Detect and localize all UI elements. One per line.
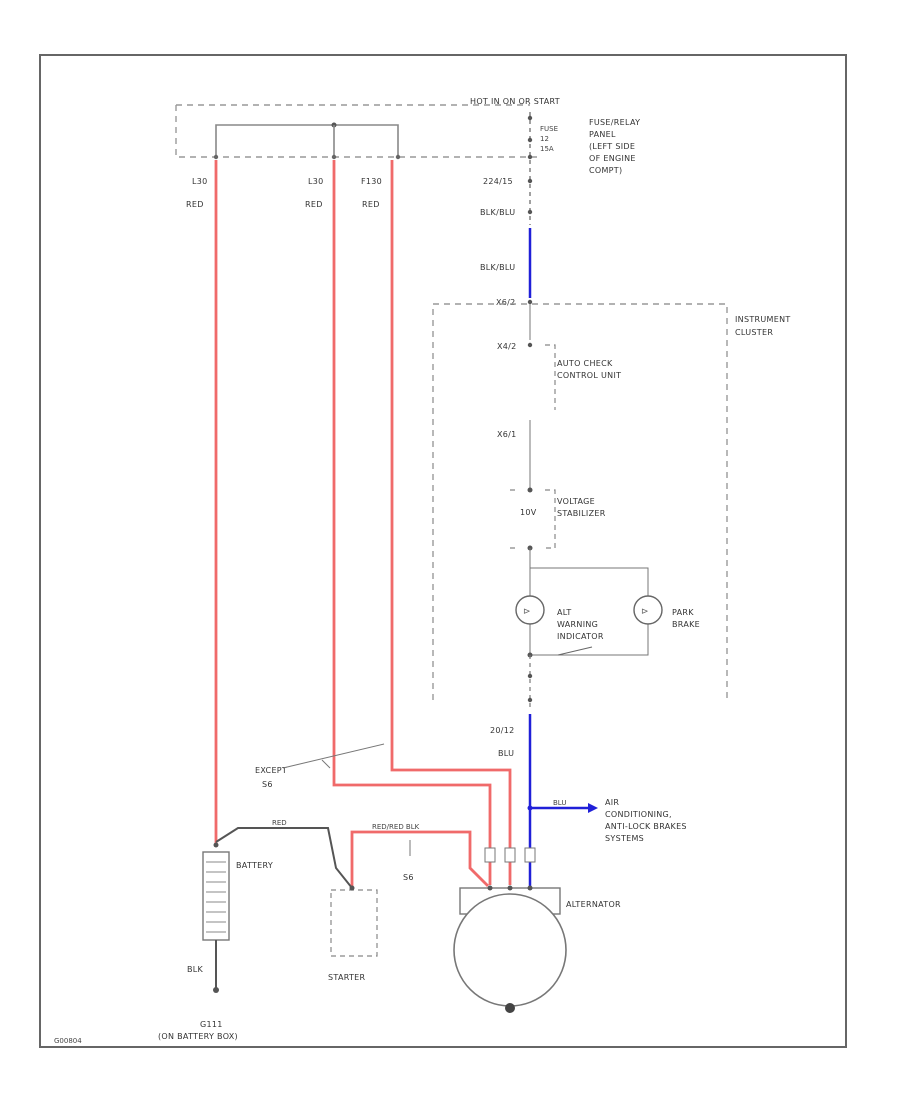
wire-red-starter <box>350 830 489 888</box>
fuse-dot-3 <box>527 154 533 160</box>
conn-dot-l30-a <box>213 154 219 160</box>
fuse-dot-1 <box>527 115 533 121</box>
vs-label-1: VOLTAGE <box>557 497 595 506</box>
vs-label-2: STABILIZER <box>557 509 606 518</box>
inst-cluster-label-1: INSTRUMENT <box>735 315 791 324</box>
starter-dot <box>349 885 355 891</box>
ac-arrow <box>588 803 598 813</box>
battery-label: BATTERY <box>236 861 273 870</box>
battery-top-dot <box>213 842 219 848</box>
alternator-body <box>453 893 567 1007</box>
fuse-label: FUSE <box>540 125 558 133</box>
wire-label-red-1: RED <box>186 200 204 209</box>
ac-label-4: SYSTEMS <box>605 834 644 843</box>
wire-red-alt-2 <box>390 160 512 885</box>
alt-ind-label-2: WARNING <box>557 620 598 629</box>
wire-red-alt-1 <box>332 160 492 885</box>
park-label-2: BRAKE <box>672 620 700 629</box>
fuse-dot-4 <box>527 178 533 184</box>
alt-ind-label-1: ALT <box>557 608 572 617</box>
alt-bulb-glyph: ⊳ <box>523 607 531 617</box>
alt-warning-bulb <box>515 595 545 625</box>
fuse-panel-label-3: (LEFT SIDE <box>589 142 635 151</box>
conn-label-cluster-in: X6/2 <box>496 298 516 307</box>
park-label-1: PARK <box>672 608 694 617</box>
s6-label: S6 <box>403 873 414 882</box>
conn-label-fuse-out: 224/15 <box>483 177 513 186</box>
conn-dot-l30-b <box>331 154 337 160</box>
fuse-dot-2 <box>527 137 533 143</box>
alt-ind-label-3: INDICATOR <box>557 632 604 641</box>
wire-black-battery-starter <box>215 827 353 889</box>
ground-label-1: G111 <box>200 1020 223 1029</box>
alternator-label: ALTERNATOR <box>566 900 621 909</box>
battery-cells <box>206 861 226 933</box>
battery-body <box>202 851 230 941</box>
alt-term-2 <box>507 885 513 891</box>
fuse-amperage: 15A <box>540 145 554 153</box>
vs-top-dot <box>527 487 533 493</box>
acu-dot <box>527 342 533 348</box>
starter-label: STARTER <box>328 973 366 982</box>
acu-label-2: CONTROL UNIT <box>557 371 621 380</box>
alt-conn-1 <box>484 847 496 863</box>
ground-dot <box>213 987 219 993</box>
conn-label-l30-a: L30 <box>192 177 208 186</box>
alt-conn-3 <box>524 847 536 863</box>
conn-label-acu: X4/2 <box>497 342 517 351</box>
wire-label-red-2: RED <box>305 200 323 209</box>
conn-dot-f130 <box>395 154 401 160</box>
fuse-relay-panel-box <box>175 104 540 158</box>
ac-label-3: ANTI-LOCK BRAKES <box>605 822 687 831</box>
acu-label-1: AUTO CHECK <box>557 359 613 368</box>
starter-box <box>330 889 378 957</box>
indicator-arrow <box>557 646 593 656</box>
except-label-1: EXCEPT <box>255 766 287 775</box>
conn-label-l30-b: L30 <box>308 177 324 186</box>
conn-label-f130: F130 <box>361 177 382 186</box>
inst-cluster-label-2: CLUSTER <box>735 328 773 337</box>
ac-wire-label: BLU <box>553 799 566 807</box>
indicator-branch <box>529 548 649 656</box>
diagram-border <box>39 54 847 1048</box>
instrument-cluster-box <box>432 303 728 700</box>
diagram-id: G00804 <box>54 1037 82 1045</box>
fuse-panel-label-1: FUSE/RELAY <box>589 118 640 127</box>
alt-conn-2 <box>504 847 516 863</box>
vs-pin-label: 10V <box>520 508 537 517</box>
fuse-panel-label-5: COMPT) <box>589 166 622 175</box>
hot-header-text: HOT IN ON OR START <box>470 97 560 106</box>
auto-check-box <box>545 344 556 410</box>
wire-label-blu: BLU <box>498 749 514 758</box>
conn-label-alt: 20/12 <box>490 726 515 735</box>
voltage-stabilizer-box <box>510 489 556 549</box>
conn-label-x6: X6/1 <box>497 430 517 439</box>
cluster-exit-dot-2 <box>527 697 533 703</box>
ac-label-1: AIR <box>605 798 619 807</box>
wire-label-blk-blu-1: BLK/BLU <box>480 208 515 217</box>
except-arrow <box>282 743 385 769</box>
wire-label-red-3: RED <box>362 200 380 209</box>
park-bulb-glyph: ⊳ <box>641 607 649 617</box>
starter-wire-label: RED/RED BLK <box>372 823 420 831</box>
ground-label-2: (ON BATTERY BOX) <box>158 1032 238 1041</box>
fuse-panel-label-4: OF ENGINE <box>589 154 636 163</box>
fuse-dot-5 <box>527 209 533 215</box>
alt-term-1 <box>487 885 493 891</box>
alt-term-3 <box>527 885 533 891</box>
cluster-entry-dot <box>527 299 533 305</box>
except-tick <box>321 759 331 769</box>
fuse-panel-bus <box>215 124 399 157</box>
fuse-number: 12 <box>540 135 549 143</box>
alternator-ground <box>505 1003 515 1013</box>
batt-wire-label: RED <box>272 819 287 827</box>
blk-label: BLK <box>187 965 204 974</box>
fuse-panel-label-2: PANEL <box>589 130 616 139</box>
wire-label-blk-blu-2: BLK/BLU <box>480 263 515 272</box>
ac-label-2: CONDITIONING, <box>605 810 672 819</box>
except-label-2: S6 <box>262 780 273 789</box>
cluster-exit-dot-1 <box>527 673 533 679</box>
park-brake-bulb <box>633 595 663 625</box>
